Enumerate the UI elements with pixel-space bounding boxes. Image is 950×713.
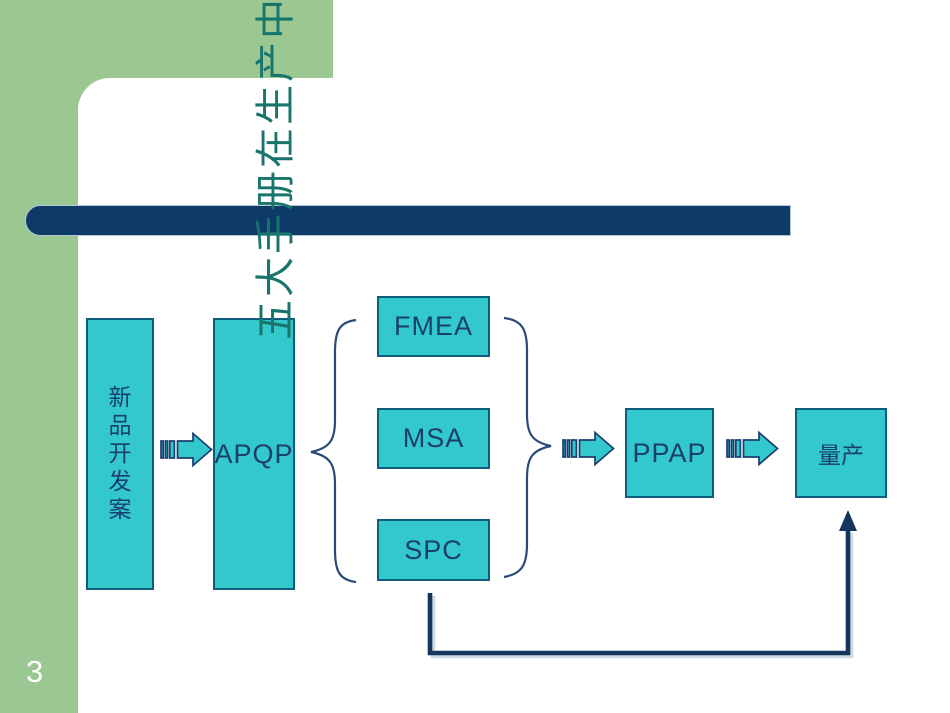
- green-sidebar: [0, 0, 78, 713]
- node-mass-production-label: 量产: [818, 443, 864, 468]
- white-rounded-panel: [78, 78, 950, 713]
- title-divider-bar: [25, 205, 791, 236]
- node-spc-label: SPC: [404, 534, 463, 565]
- node-new-product-plan: 新品开发案: [86, 318, 154, 590]
- node-fmea-label: FMEA: [393, 311, 473, 341]
- node-msa-label: MSA: [402, 423, 465, 453]
- node-fmea: FMEA: [377, 296, 490, 357]
- node-msa: MSA: [377, 408, 490, 469]
- node-apqp: APQP: [213, 318, 295, 590]
- node-mass-production: 量产: [795, 408, 887, 498]
- node-ppap-label: PPAP: [632, 437, 707, 468]
- node-apqp-label: APQP: [214, 438, 294, 469]
- slide-title-vertical: 五大手册在生产中: [253, 0, 298, 340]
- node-ppap: PPAP: [625, 408, 714, 498]
- node-spc: SPC: [377, 519, 490, 581]
- node-new-product-label: 新品开发案: [108, 385, 132, 522]
- green-top-block: [0, 0, 333, 78]
- page-number: 3: [26, 654, 44, 689]
